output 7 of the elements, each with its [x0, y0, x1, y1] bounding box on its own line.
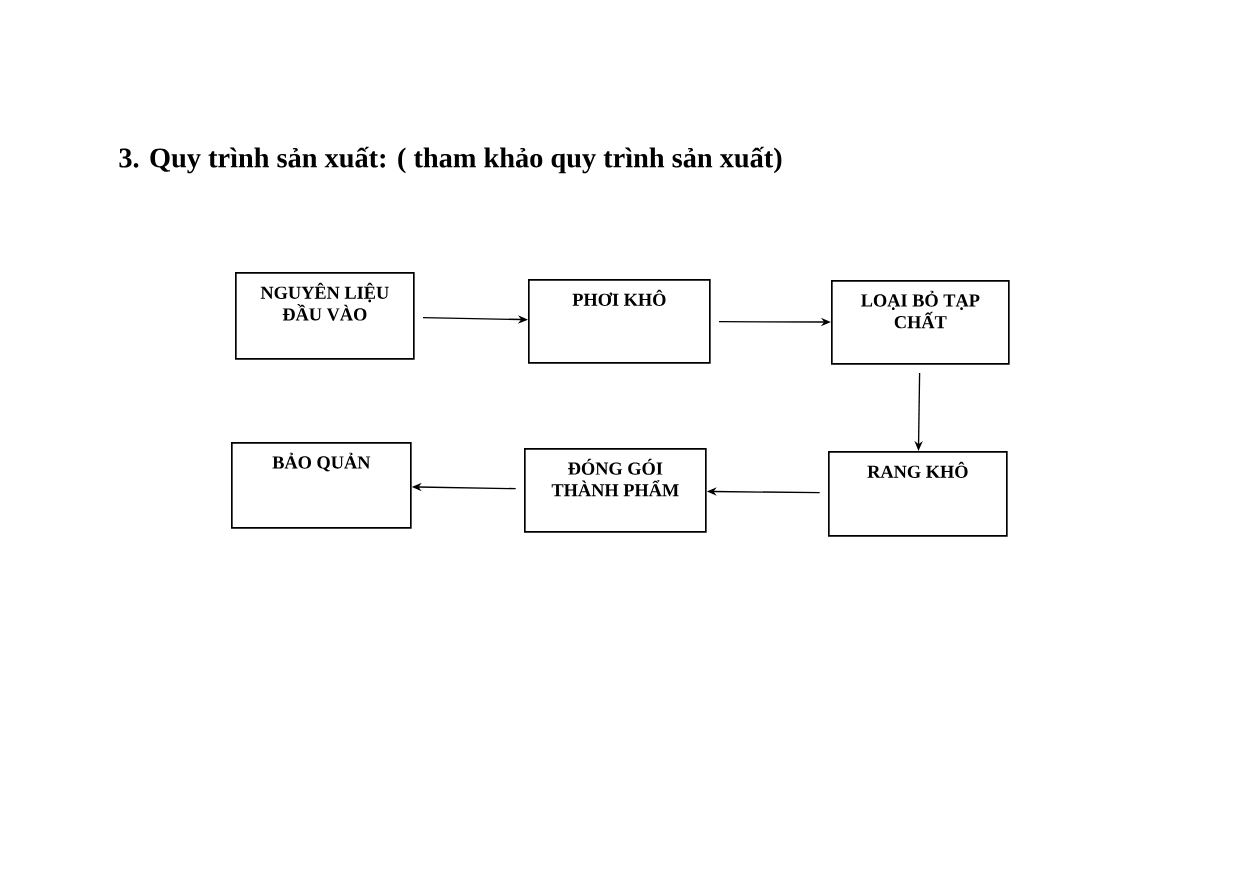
process-box: ĐÓNG GÓI THÀNH PHẨM [524, 448, 707, 533]
process-box: PHƠI KHÔ [528, 279, 711, 364]
process-box: BẢO QUẢN [231, 442, 412, 529]
process-box: RANG KHÔ [828, 451, 1008, 537]
process-box: NGUYÊN LIỆU ĐẦU VÀO [235, 272, 415, 360]
title: 3. Quy trình sản xuất: ( tham khảo quy trình sản xuất) [119, 146, 782, 174]
process-box: LOẠI BỎ TẠP CHẤT [831, 280, 1010, 365]
